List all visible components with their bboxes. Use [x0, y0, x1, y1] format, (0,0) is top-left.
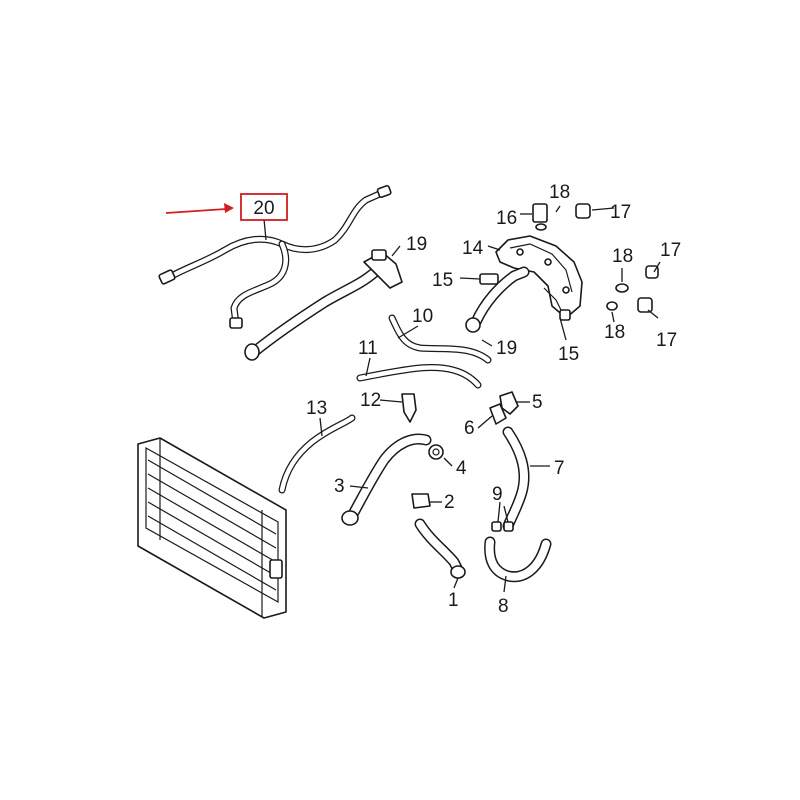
part-16-valve [532, 203, 548, 223]
callout-labels: 20 19 19 18 18 18 17 17 17 16 15 15 14 1… [253, 182, 681, 617]
part-1-hose [414, 518, 466, 579]
part-9-clip-right [503, 521, 514, 532]
part-13-hose [278, 414, 356, 494]
callout-2: 2 [444, 492, 455, 513]
callout-3: 3 [334, 476, 345, 497]
part-20-hose-assembly [158, 184, 392, 329]
callout-17-low: 17 [656, 330, 677, 351]
callout-19-upper: 19 [406, 234, 427, 255]
leader-lines [263, 205, 661, 593]
part-17-plug-low [637, 297, 653, 313]
callout-14: 14 [462, 238, 484, 259]
part-12-bracket [401, 393, 417, 423]
callout-4: 4 [456, 458, 467, 479]
part-17-plug-top [575, 203, 591, 219]
part-19-upper-hose [244, 249, 403, 361]
callout-5: 5 [532, 392, 543, 413]
part-3-hose [341, 433, 432, 526]
callout-7: 7 [554, 458, 565, 479]
callout-20-highlight-box [240, 193, 288, 221]
part-18-o-ring-mid [615, 283, 629, 293]
part-8-hose [484, 536, 552, 583]
callout-12: 12 [360, 390, 381, 411]
callout-16: 16 [496, 208, 517, 229]
callout-15-left: 15 [432, 270, 453, 291]
part-9-clip-left [491, 521, 502, 532]
callout-13: 13 [306, 398, 327, 419]
part-11-hose [356, 364, 482, 389]
part-10-hose [388, 314, 492, 364]
callout-19-lower: 19 [496, 338, 517, 359]
callout-17-mid: 17 [660, 240, 681, 261]
callout-10: 10 [412, 306, 433, 327]
part-7-hose [502, 426, 530, 532]
part-17-plug-mid [645, 265, 659, 279]
part-2-clamp [411, 493, 431, 509]
callout-18-low: 18 [604, 322, 625, 343]
part-18-o-ring-low [606, 301, 618, 311]
callout-20: 20 [253, 198, 274, 219]
callout-17-top: 17 [610, 202, 631, 223]
part-4-connector [428, 444, 444, 460]
part-19-lower-hose [465, 266, 530, 333]
part-15-sensor-left [479, 273, 499, 285]
highlight-pointer [165, 203, 234, 214]
callout-6: 6 [464, 418, 475, 439]
part-18-o-ring-top [535, 223, 547, 231]
part-6-connector [489, 403, 507, 425]
callout-18-top: 18 [549, 182, 570, 203]
callout-15-right: 15 [558, 344, 579, 365]
part-15-sensor-right [543, 287, 571, 321]
callout-11: 11 [358, 338, 378, 359]
callout-8: 8 [498, 596, 509, 617]
callout-1: 1 [448, 590, 459, 611]
radiator [137, 437, 287, 619]
callout-9: 9 [492, 484, 503, 505]
part-14-coolant-housing [495, 235, 583, 319]
callout-18-mid: 18 [612, 246, 633, 267]
